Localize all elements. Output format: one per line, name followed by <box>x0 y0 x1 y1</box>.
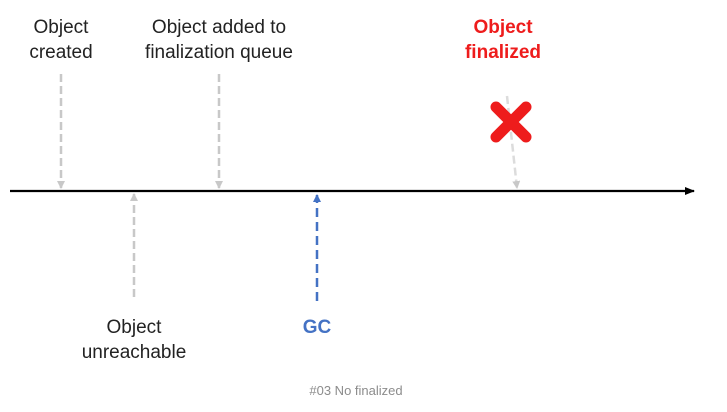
label-object-created: Object created <box>29 17 93 63</box>
finalized-arrow <box>505 95 521 189</box>
label-finalization-queue: Object added to finalization queue <box>145 17 293 63</box>
label-object-unreachable: Object unreachable <box>81 317 187 363</box>
figure-caption: #03 No finalized <box>309 383 403 398</box>
cross-icon <box>490 101 532 143</box>
label-gc: GC <box>302 317 332 338</box>
label-object-finalized: Object finalized <box>464 17 541 63</box>
